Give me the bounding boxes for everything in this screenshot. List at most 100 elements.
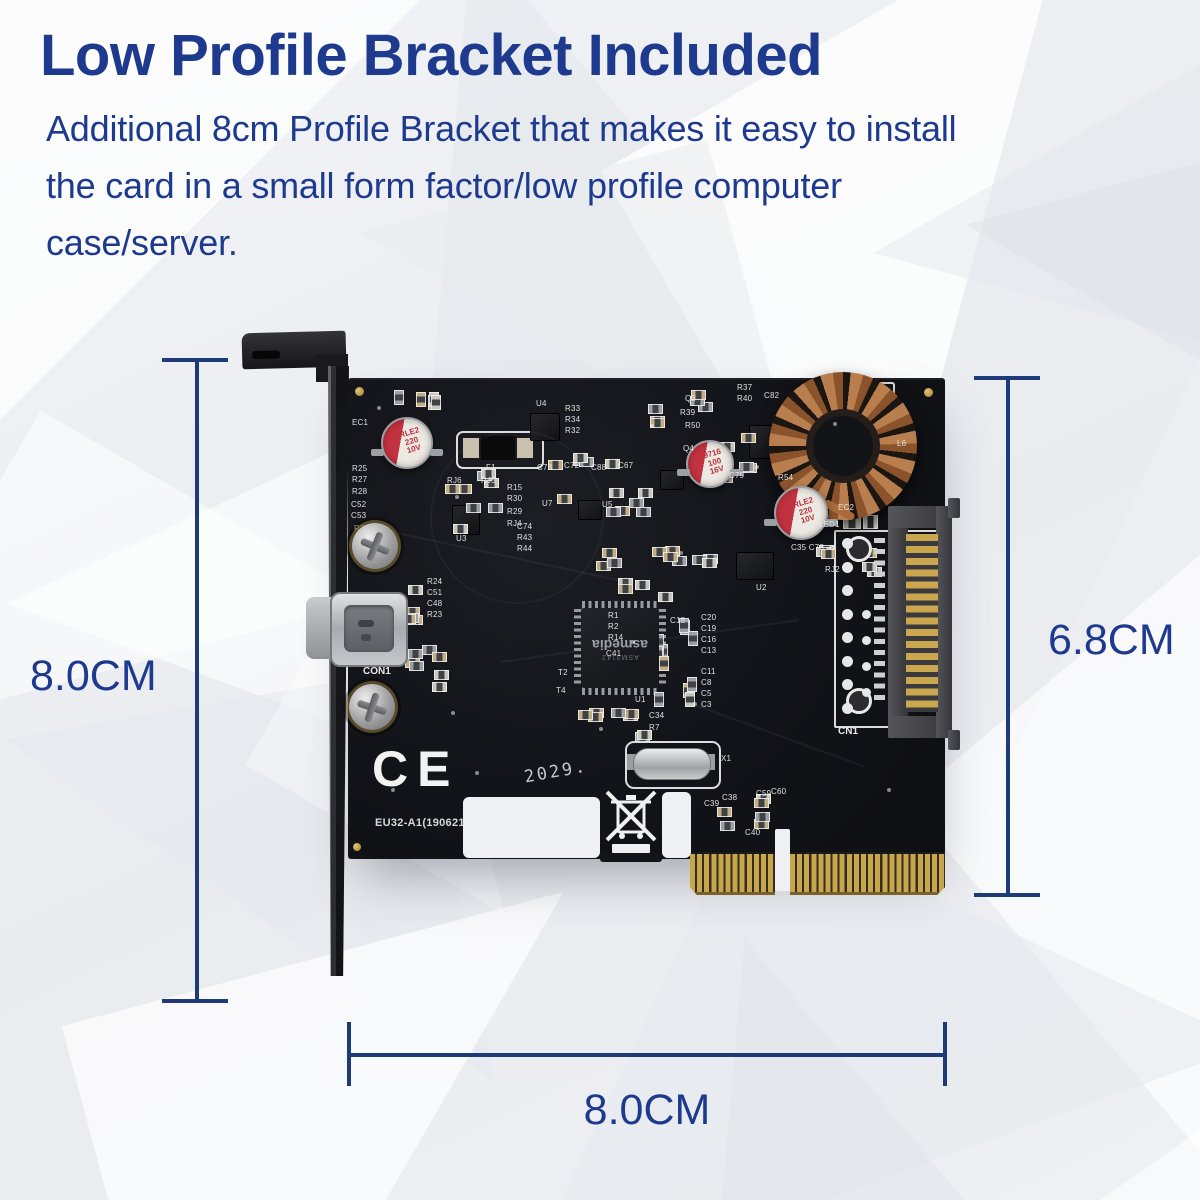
via-dot [842,632,853,643]
usb-c-port [330,592,408,667]
silkscreen-label: LED1 [819,520,840,529]
via-dot [377,406,382,411]
description-line: case/server. [46,222,238,263]
via-dot [842,561,853,573]
smd-component [650,418,666,429]
via-dot [862,688,871,697]
silkscreen-label: L6 [897,439,907,448]
silkscreen-label: C51 [427,588,443,597]
silkscreen-label: RJ5 [481,476,496,485]
smd-component [716,806,732,817]
smd-component [684,692,695,708]
pcb-trace [430,430,604,604]
weee-recycle-icon [605,790,657,853]
crystal-outline [625,741,721,789]
silkscreen-label: R1 [608,611,619,620]
via-dot [862,610,871,619]
silkscreen-label: C88 [591,463,607,472]
pcie-edge-connector [690,852,775,895]
silkscreen-label: C20 [701,613,717,622]
chip-pins [574,609,582,687]
dimension-cap [974,376,1040,380]
ce-mark: CE [372,741,460,797]
via-dot [842,585,853,596]
silkscreen-label: R7 [649,723,660,732]
silkscreen-label: EC1 [352,418,369,427]
usb-c-label: CON1 [363,666,391,677]
smd-component [431,394,442,410]
pcie-edge-connector [790,852,945,895]
pcie-key-notch [775,829,790,891]
sata-wall [936,506,952,738]
silkscreen-label: EC2 [838,503,855,512]
silkscreen-label: C13 [701,646,717,655]
silkscreen-label: U7 [542,499,553,508]
dimension-label-bottom: 8.0CM [583,1086,711,1134]
via-dot [353,843,361,851]
smd-component [659,655,670,671]
via-dot [842,679,853,690]
silkscreen-label: F1 [486,463,496,472]
silkscreen-label: Q3 [685,394,697,403]
silkscreen-label: R34 [565,415,581,424]
via-dot [842,702,853,714]
silkscreen-label: R30 [507,494,523,503]
silkscreen-label: R39 [680,408,696,417]
silkscreen-label: C48 [427,599,443,608]
sata-power-connector [888,506,908,738]
smd-component [408,661,424,672]
via-dot [355,387,364,396]
silkscreen-label: R33 [565,404,581,413]
weee-tab [600,853,662,862]
sata-through-pins [874,538,885,706]
silkscreen-label: R50 [685,421,701,430]
chip-pins [582,601,658,609]
crystal-pad [627,754,636,770]
pcb-cutout [662,792,691,858]
ic-chip [736,552,774,580]
silkscreen-label: R43 [517,533,533,542]
silkscreen-label: C38 [722,793,738,802]
dimension-label-right: 6.8CM [1048,616,1175,664]
silkscreen-label: R2 [608,622,619,631]
silkscreen-label: T4 [556,686,566,695]
via-dot [833,421,838,426]
via-dot [754,465,759,470]
silkscreen-label: C52 [351,500,367,509]
smd-component [434,670,450,681]
silkscreen-label: R32 [565,426,581,435]
via-dot [886,788,891,793]
description-line: Additional 8cm Profile Bracket that make… [46,108,957,149]
silkscreen-label: U5 [602,500,613,509]
smd-component [635,580,651,591]
via-dot [842,608,853,620]
via-dot [842,538,853,549]
silkscreen-label: R40 [737,394,753,403]
silkscreen-label: U4 [536,399,547,408]
dimension-cap [162,358,228,362]
smd-component [605,506,621,517]
silkscreen-label: Q4 [683,444,695,453]
smd-component [719,820,735,831]
silkscreen-label: C79 [729,471,745,480]
smd-component [697,402,713,413]
silkscreen-label: R23 [427,610,443,619]
usb-c-slot [344,605,394,652]
dimension-line-bottom [349,1053,945,1057]
smd-component [602,547,618,558]
dimension-cap [162,999,228,1003]
sata-tab [948,730,960,750]
chip-pins [582,687,658,695]
smd-component [431,652,447,663]
smd-component [821,549,837,560]
silkscreen-label: C35 C78 [791,543,824,552]
silkscreen-label: U3 [456,534,467,543]
silkscreen-label: R28 [352,487,368,496]
via-dot [455,494,460,499]
smd-component [624,708,640,719]
silkscreen-label: RJ2 [825,565,840,574]
smd-component [753,798,769,809]
silkscreen-label: C74 [517,522,533,531]
